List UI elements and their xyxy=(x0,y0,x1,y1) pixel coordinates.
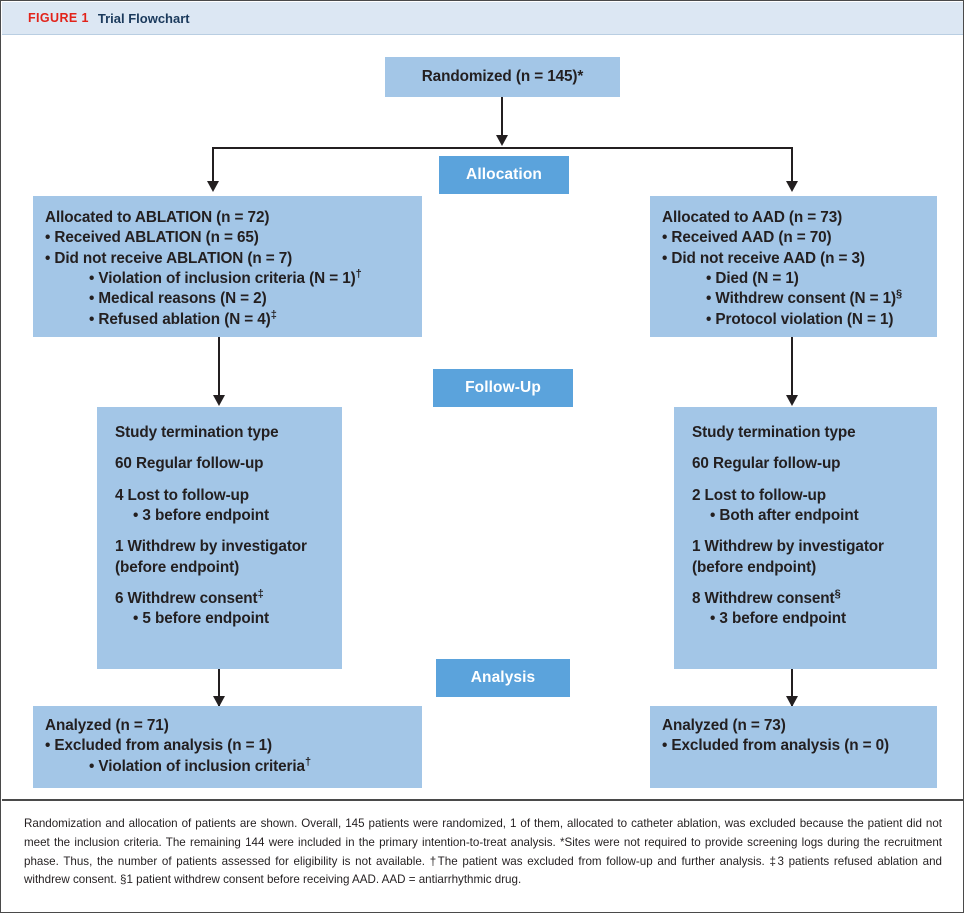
flowchart-canvas: Randomized (n = 145)* Allocation Allocat… xyxy=(2,35,963,799)
spacer xyxy=(115,578,342,589)
analysis-left-line3-text: • Violation of inclusion criteria xyxy=(89,757,305,775)
spacer xyxy=(115,475,342,486)
follow-left-line5: 1 Withdrew by investigator xyxy=(115,538,307,556)
analysis-left-line3: • Violation of inclusion criteria† xyxy=(45,755,422,777)
stage-label-analysis: Analysis xyxy=(436,659,570,697)
analysis-left-line1: Analyzed (n = 71) xyxy=(45,717,169,734)
analysis-left-line2: • Excluded from analysis (n = 1) xyxy=(45,737,273,755)
follow-right-line6: (before endpoint) xyxy=(692,558,817,576)
node-analysis-ablation: Analyzed (n = 71) • Excluded from analys… xyxy=(33,706,422,788)
arrowhead-analysis-right xyxy=(786,696,798,707)
stage-label-allocation: Allocation xyxy=(439,156,569,194)
alloc-right-line1: Allocated to AAD (n = 73) xyxy=(662,209,843,226)
alloc-left-line2: • Received ABLATION (n = 65) xyxy=(45,229,259,247)
node-followup-ablation: Study termination type 60 Regular follow… xyxy=(97,407,342,669)
follow-right-line1: Study termination type xyxy=(692,424,856,441)
spacer xyxy=(692,526,937,537)
arrowhead-randomized-down xyxy=(496,135,508,146)
follow-left-line7: 6 Withdrew consent‡ xyxy=(115,587,342,609)
figure-caption: Randomization and allocation of patients… xyxy=(24,817,942,887)
spacer xyxy=(692,443,937,454)
stage-label-followup: Follow-Up xyxy=(433,369,573,407)
arrowhead-alloc-left xyxy=(207,181,219,192)
follow-left-line8: • 5 before endpoint xyxy=(133,610,270,628)
alloc-right-line5: • Withdrew consent (N = 1)§ xyxy=(662,289,937,309)
follow-left-line4: • 3 before endpoint xyxy=(133,507,270,525)
node-allocation-aad: Allocated to AAD (n = 73) • Received AAD… xyxy=(650,196,937,337)
analysis-right-line1: Analyzed (n = 73) xyxy=(662,717,786,734)
spacer xyxy=(115,443,342,454)
arrowhead-alloc-right xyxy=(786,181,798,192)
alloc-right-line5-marker: § xyxy=(896,288,903,301)
alloc-right-line5-text: • Withdrew consent (N = 1) xyxy=(706,290,897,308)
node-allocation-ablation: Allocated to ABLATION (n = 72) • Receive… xyxy=(33,196,422,337)
connector-split-left xyxy=(212,147,214,185)
follow-right-line5: 1 Withdrew by investigator xyxy=(692,538,884,556)
node-randomized: Randomized (n = 145)* xyxy=(385,57,620,97)
alloc-left-line6-text: • Refused ablation (N = 4) xyxy=(89,310,271,328)
figure-title: Trial Flowchart xyxy=(97,10,190,26)
node-randomized-line1: Randomized (n = 145)* xyxy=(421,67,584,85)
follow-right-line8: • 3 before endpoint xyxy=(710,610,847,628)
connector-randomized-down xyxy=(501,97,503,139)
analysis-right-line2: • Excluded from analysis (n = 0) xyxy=(662,737,890,755)
arrowhead-follow-left xyxy=(213,395,225,406)
spacer xyxy=(692,578,937,589)
node-analysis-aad: Analyzed (n = 73) • Excluded from analys… xyxy=(650,706,937,788)
follow-left-line6: (before endpoint) xyxy=(115,558,240,576)
alloc-right-line3: • Did not receive AAD (n = 3) xyxy=(662,249,865,267)
follow-left-line7-text: 6 Withdrew consent xyxy=(115,590,258,608)
connector-alloc-to-follow-left xyxy=(218,337,220,399)
spacer xyxy=(692,475,937,486)
follow-right-line3: 2 Lost to follow-up xyxy=(692,486,827,504)
follow-right-line4: • Both after endpoint xyxy=(710,507,859,525)
follow-left-line7-marker: ‡ xyxy=(257,587,264,600)
follow-right-line7-marker: § xyxy=(834,587,841,600)
stage-followup-text: Follow-Up xyxy=(465,379,541,396)
alloc-right-line4: • Died (N = 1) xyxy=(706,270,799,288)
alloc-left-line6: • Refused ablation (N = 4)‡ xyxy=(45,308,422,330)
alloc-left-line4: • Violation of inclusion criteria (N = 1… xyxy=(45,267,422,289)
connector-alloc-to-follow-right xyxy=(791,337,793,399)
follow-left-line1: Study termination type xyxy=(115,424,279,441)
alloc-left-line5: • Medical reasons (N = 2) xyxy=(89,290,267,308)
alloc-left-line6-marker: ‡ xyxy=(270,308,277,321)
stage-allocation-text: Allocation xyxy=(466,166,542,183)
alloc-right-line2: • Received AAD (n = 70) xyxy=(662,229,832,247)
figure-header: FIGURE 1 Trial Flowchart xyxy=(2,2,963,35)
analysis-left-line3-marker: † xyxy=(304,755,311,768)
follow-right-line7: 8 Withdrew consent§ xyxy=(692,587,937,609)
follow-right-line2: 60 Regular follow-up xyxy=(692,455,841,473)
caption-divider xyxy=(2,799,963,801)
stage-analysis-text: Analysis xyxy=(470,669,536,686)
alloc-left-line4-marker: † xyxy=(355,267,362,280)
spacer xyxy=(115,526,342,537)
alloc-right-line6: • Protocol violation (N = 1) xyxy=(706,310,894,328)
arrowhead-follow-right xyxy=(786,395,798,406)
alloc-left-line4-text: • Violation of inclusion criteria (N = 1… xyxy=(89,270,356,288)
figure-number-label: FIGURE 1 xyxy=(28,11,89,25)
node-followup-aad: Study termination type 60 Regular follow… xyxy=(674,407,937,669)
arrowhead-analysis-left xyxy=(213,696,225,707)
alloc-left-line3: • Did not receive ABLATION (n = 7) xyxy=(45,249,293,267)
follow-left-line3: 4 Lost to follow-up xyxy=(115,486,250,504)
connector-split-right xyxy=(791,147,793,185)
follow-left-line2: 60 Regular follow-up xyxy=(115,455,264,473)
follow-right-line7-text: 8 Withdrew consent xyxy=(692,590,835,608)
alloc-left-line1: Allocated to ABLATION (n = 72) xyxy=(45,209,270,226)
connector-split-bar xyxy=(212,147,793,149)
